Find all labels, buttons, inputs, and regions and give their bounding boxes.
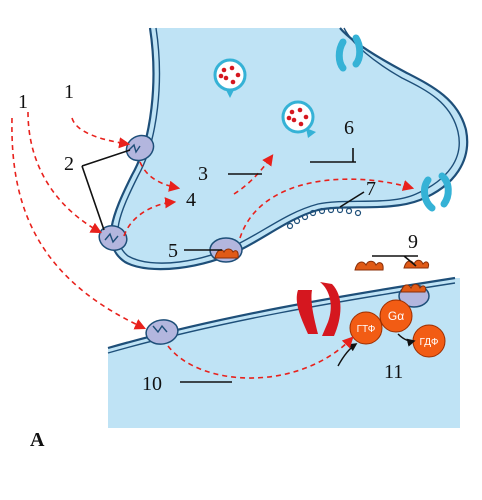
presynaptic-receptor-lower	[98, 224, 128, 252]
label-1-inner: 1	[64, 81, 74, 103]
presynaptic-terminal	[110, 28, 468, 270]
label-3: 3	[198, 163, 208, 185]
presynaptic-membrane	[109, 27, 469, 271]
arrow-5-to-6-channel	[239, 178, 415, 239]
synaptic-vesicle-2	[281, 100, 316, 138]
arrow-3-to-vesicle	[233, 154, 274, 195]
label-6: 6	[344, 117, 354, 139]
label-2: 2	[64, 153, 74, 175]
postsynaptic-receptor-free	[145, 319, 179, 345]
arrow-10-to-gtp	[167, 336, 354, 379]
arrow-receptor-to-4	[139, 161, 181, 192]
arrow-1-to-receptor-upper	[71, 117, 131, 149]
g-protein-gtp: ГТФ	[349, 311, 383, 345]
label-7: 7	[366, 178, 376, 200]
arrow-1-to-receptor-lower	[27, 111, 102, 234]
presynaptic-receptor-upper	[125, 134, 155, 162]
leader-6	[310, 148, 356, 163]
arrow-receptor-lower-up	[123, 197, 177, 237]
leader-7	[339, 191, 365, 208]
label-10: 10	[142, 373, 162, 395]
leader-2	[81, 149, 131, 231]
label-9: 9	[408, 231, 418, 253]
presynaptic-membrane-inner	[116, 27, 460, 264]
g-alpha: Gα	[379, 299, 413, 333]
galpha-gdp-arrow	[397, 333, 416, 347]
postsynaptic-receptor-bound	[398, 283, 430, 308]
synaptic-vesicle-1	[213, 58, 247, 98]
panel-label: A	[30, 429, 45, 451]
galpha-label: Gα	[388, 309, 404, 323]
label-11: 11	[384, 361, 403, 383]
gtp-label: ГТФ	[357, 324, 376, 335]
ligand-free-2	[403, 259, 429, 269]
gdp-label: ГДФ	[420, 337, 439, 348]
presynaptic-receptor-bound	[209, 237, 243, 263]
label-4: 4	[186, 189, 196, 211]
g-protein-gdp: ГДФ	[412, 324, 446, 358]
exocytosis-loops	[286, 206, 362, 230]
ligand-free-1	[354, 260, 384, 271]
label-5: 5	[168, 240, 178, 262]
label-1-left: 1	[18, 91, 28, 113]
ion-channel-right	[421, 172, 452, 212]
gdp-gtp-arrow	[337, 343, 358, 367]
ion-channel-top	[335, 34, 364, 72]
leader-9	[372, 255, 418, 267]
ionotropic-receptor	[296, 282, 341, 336]
